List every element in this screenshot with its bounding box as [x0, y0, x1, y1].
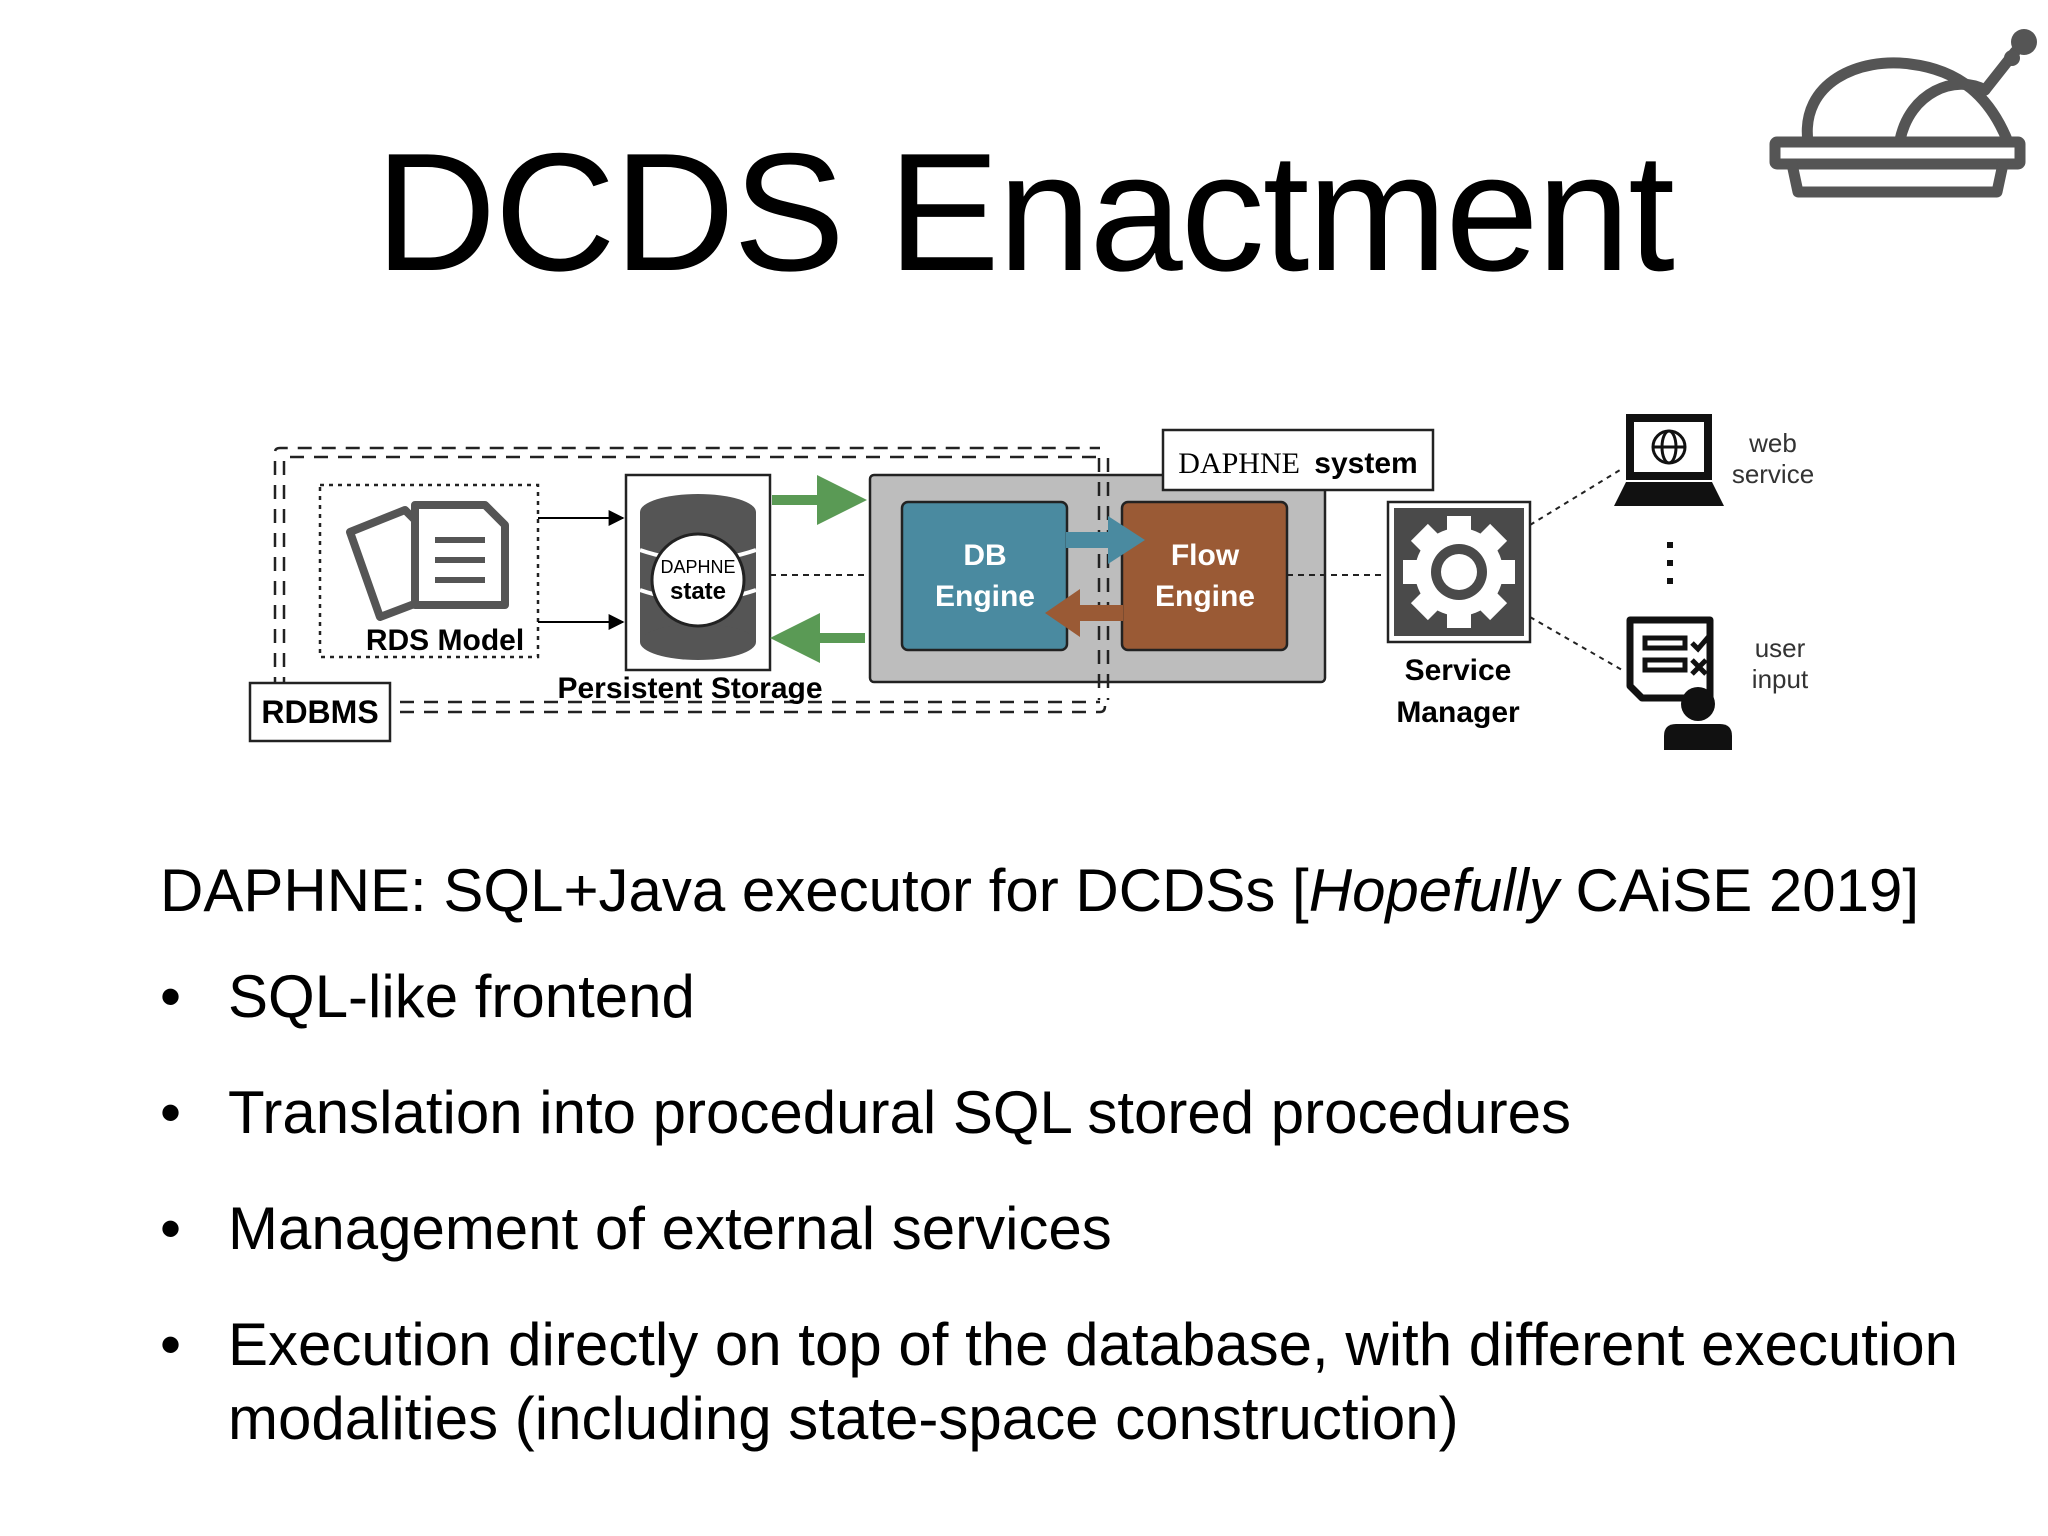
system-label-brand: DAPHNE: [1178, 447, 1300, 480]
system-label-word: system: [1314, 447, 1417, 480]
daphne-architecture-diagram: RDBMS RDS Model DAPHNE state Persistent …: [248, 414, 1814, 750]
user-input-icon: [1626, 616, 1732, 750]
bullet-item: • Translation into procedural SQL stored …: [160, 1076, 2010, 1150]
web-service-line2: service: [1732, 459, 1814, 489]
daphne-state-brand: DAPHNE: [660, 557, 735, 577]
bullet-text: Management of external services: [228, 1195, 1112, 1262]
documents-icon: [346, 501, 509, 621]
db-engine-box: [900, 500, 1069, 652]
bullet-dot-icon: •: [160, 1195, 182, 1262]
intro-suffix: CAiSE 2019]: [1558, 857, 1920, 924]
bullet-item: • Management of external services: [160, 1192, 2010, 1266]
intro-italic: Hopefully: [1308, 857, 1559, 924]
database-icon: [639, 494, 757, 660]
bullet-item: • SQL-like frontend: [160, 960, 2010, 1034]
bullet-text: SQL-like frontend: [228, 963, 695, 1030]
bullet-dot-icon: •: [160, 1079, 182, 1146]
rdbms-box: [248, 681, 392, 743]
web-service-icon: [1614, 414, 1724, 506]
roast-turkey-icon: [1769, 29, 2037, 198]
intro-line: DAPHNE: SQL+Java executor for DCDSs [Hop…: [160, 858, 1919, 924]
db-to-flow-arrow: [1066, 516, 1145, 564]
web-service-line1: web: [1748, 428, 1797, 458]
daphne-system-label-box: [1161, 428, 1435, 492]
db-engine-line2: Engine: [935, 580, 1035, 613]
flow-to-db-arrow: [1045, 589, 1123, 637]
rdbms-label: RDBMS: [261, 694, 378, 730]
flow-engine-line2: Engine: [1155, 580, 1255, 613]
rds-model-box: [318, 483, 540, 659]
slide-title: DCDS Enactment: [375, 118, 1675, 306]
bullet-dot-icon: •: [160, 1311, 182, 1378]
bullet-dot-icon: •: [160, 963, 182, 1030]
flow-engine-box: [1120, 500, 1289, 652]
bullet-item: • Execution directly on top of the databa…: [160, 1308, 2010, 1456]
intro-prefix: DAPHNE: SQL+Java executor for DCDSs [: [160, 857, 1309, 924]
rds-model-label: RDS Model: [366, 624, 524, 657]
gear-icon: [1403, 516, 1515, 628]
bullet-text: Translation into procedural SQL stored p…: [228, 1079, 1571, 1146]
flow-engine-line1: Flow: [1171, 539, 1240, 572]
more-services-ellipsis: [1667, 542, 1673, 584]
service-manager-line2: Manager: [1396, 696, 1520, 729]
daphne-state-label: state: [670, 578, 726, 605]
service-manager-line1: Service: [1405, 654, 1512, 687]
rdbms-boundary: [273, 446, 1107, 715]
db-engine-line1: DB: [963, 539, 1006, 572]
bullet-list: • SQL-like frontend • Translation into pro…: [160, 960, 2010, 1498]
bullet-text: Execution directly on top of the databas…: [228, 1311, 1958, 1452]
svg-text:DAPHNE system: DAPHNE system: [1178, 447, 1417, 480]
user-input-line1: user: [1755, 633, 1806, 663]
persistent-storage-label: Persistent Storage: [557, 672, 822, 705]
user-input-line2: input: [1752, 664, 1809, 694]
